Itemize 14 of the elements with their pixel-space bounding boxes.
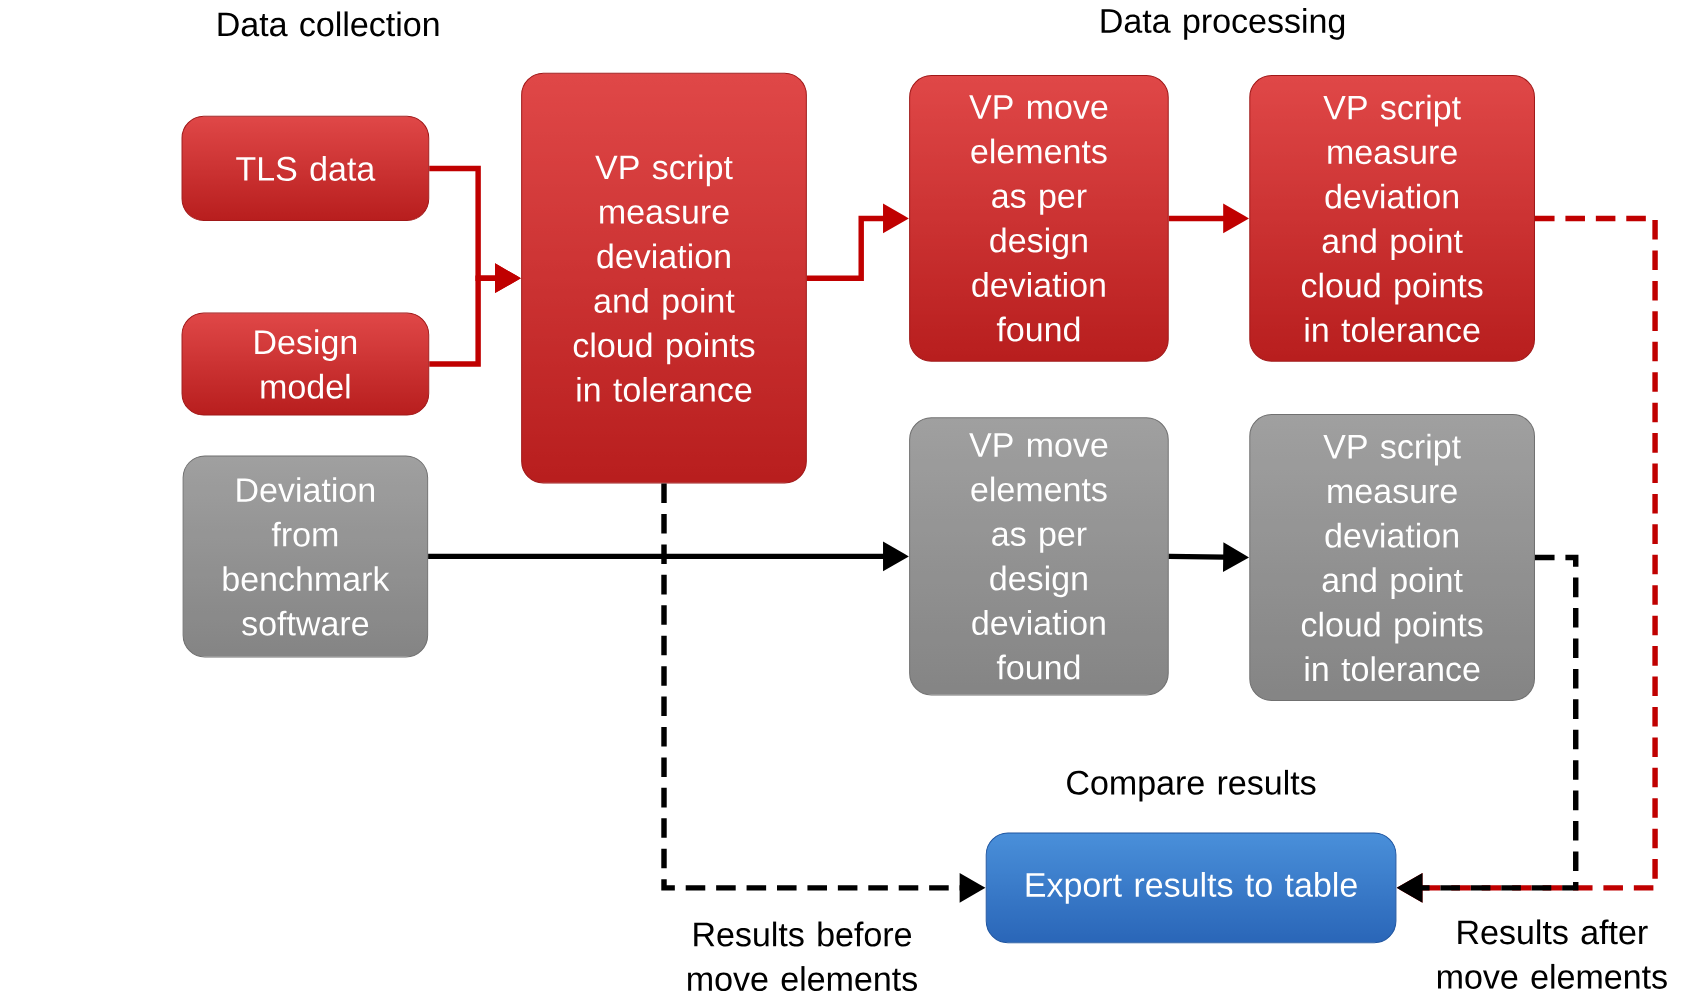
process-box: Design model [181, 312, 430, 416]
section-heading: Data processing [1101, 7, 1345, 40]
process-box: VP move elements as per design deviation found [909, 417, 1169, 696]
process-box: VP script measure deviation and point cloud points in tolerance [521, 72, 807, 484]
output-box: Export results to table [985, 832, 1397, 944]
process-box: Deviation from benchmark software [182, 455, 429, 658]
section-heading: Data collection [218, 11, 439, 37]
flow-note: Results after move elements [1437, 919, 1667, 989]
process-box: VP move elements as per design deviation found [909, 74, 1169, 362]
process-box: TLS data [181, 115, 430, 221]
flow-note: Results before move elements [688, 921, 917, 991]
process-box: VP script measure deviation and point cloud points in tolerance [1249, 74, 1535, 362]
process-box: VP script measure deviation and point cloud points in tolerance [1249, 413, 1535, 701]
section-heading: Compare results [1067, 769, 1316, 802]
